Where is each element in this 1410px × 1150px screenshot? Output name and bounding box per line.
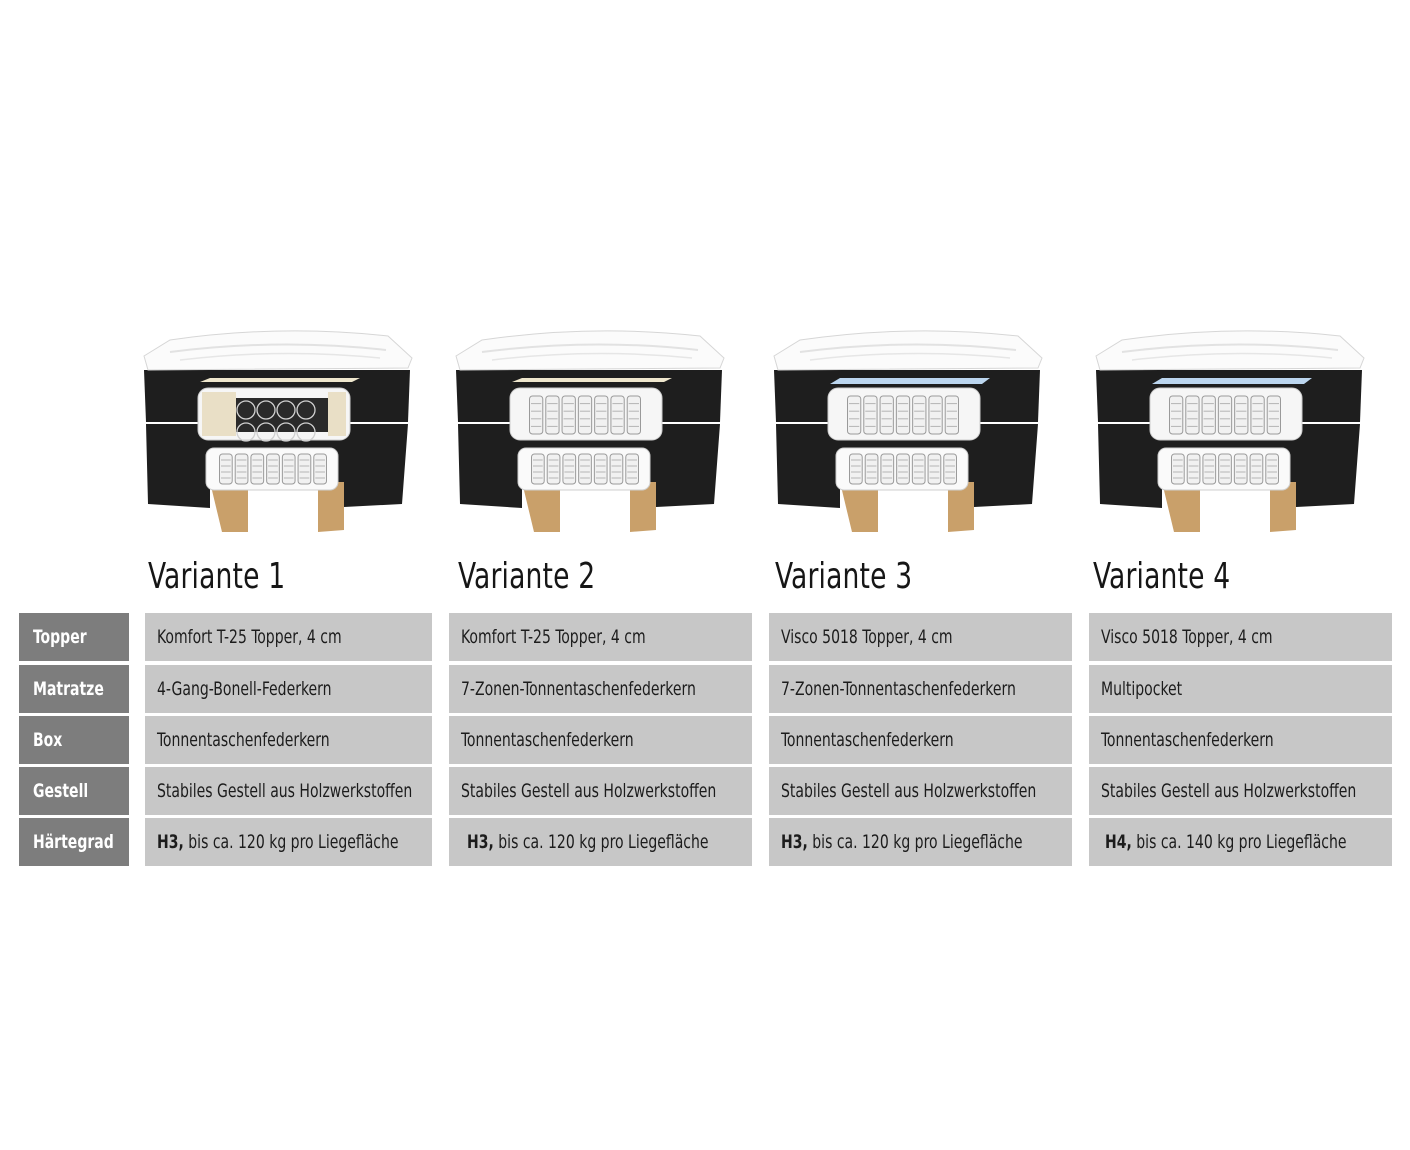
row-label-text: Topper bbox=[33, 626, 87, 648]
cell-gestell-variante-2: Stabiles Gestell aus Holzwerkstoffen bbox=[449, 767, 752, 815]
row-label-haertegrad: Härtegrad bbox=[19, 818, 129, 866]
boxspring-image-variante-2 bbox=[452, 322, 727, 544]
hardness-grade: H3, bbox=[157, 831, 184, 853]
cell-text: Visco 5018 Topper, 4 cm bbox=[1101, 626, 1273, 648]
cell-text: Stabiles Gestell aus Holzwerkstoffen bbox=[781, 780, 1037, 802]
cell-box-variante-1: Tonnentaschenfederkern bbox=[145, 716, 432, 764]
variant-heading-2: Variante 2 bbox=[458, 556, 596, 597]
cell-matratze-variante-2: 7-Zonen-Tonnentaschenfederkern bbox=[449, 665, 752, 713]
cell-haertegrad-variante-3: H3, bis ca. 120 kg pro Liegefläche bbox=[769, 818, 1072, 866]
cell-topper-variante-2: Komfort T-25 Topper, 4 cm bbox=[449, 613, 752, 661]
cell-haertegrad-variante-1: H3, bis ca. 120 kg pro Liegefläche bbox=[145, 818, 432, 866]
variant-heading-1: Variante 1 bbox=[148, 556, 286, 597]
row-label-box: Box bbox=[19, 716, 129, 764]
cell-text: H3, bis ca. 120 kg pro Liegefläche bbox=[467, 818, 709, 866]
hardness-text: bis ca. 120 kg pro Liegefläche bbox=[498, 831, 709, 853]
cell-haertegrad-variante-4: H4, bis ca. 140 kg pro Liegefläche bbox=[1089, 818, 1392, 866]
cell-matratze-variante-3: 7-Zonen-Tonnentaschenfederkern bbox=[769, 665, 1072, 713]
cell-text: Multipocket bbox=[1101, 678, 1183, 700]
cell-haertegrad-variante-2: H3, bis ca. 120 kg pro Liegefläche bbox=[449, 818, 752, 866]
cell-text: Komfort T-25 Topper, 4 cm bbox=[157, 626, 342, 648]
cell-text: Stabiles Gestell aus Holzwerkstoffen bbox=[1101, 780, 1357, 802]
row-label-topper: Topper bbox=[19, 613, 129, 661]
cell-topper-variante-4: Visco 5018 Topper, 4 cm bbox=[1089, 613, 1392, 661]
cell-text: H3, bis ca. 120 kg pro Liegefläche bbox=[781, 818, 1023, 866]
cell-matratze-variante-1: 4-Gang-Bonell-Federkern bbox=[145, 665, 432, 713]
cell-box-variante-2: Tonnentaschenfederkern bbox=[449, 716, 752, 764]
cell-text: Komfort T-25 Topper, 4 cm bbox=[461, 626, 646, 648]
row-label-gestell: Gestell bbox=[19, 767, 129, 815]
cell-text: Stabiles Gestell aus Holzwerkstoffen bbox=[461, 780, 717, 802]
cell-topper-variante-3: Visco 5018 Topper, 4 cm bbox=[769, 613, 1072, 661]
row-label-matratze: Matratze bbox=[19, 665, 129, 713]
cell-text: H3, bis ca. 120 kg pro Liegefläche bbox=[157, 818, 399, 866]
cell-matratze-variante-4: Multipocket bbox=[1089, 665, 1392, 713]
row-label-text: Matratze bbox=[33, 678, 104, 700]
cell-text: Stabiles Gestell aus Holzwerkstoffen bbox=[157, 780, 413, 802]
cell-text: Tonnentaschenfederkern bbox=[461, 729, 634, 751]
cell-text: H4, bis ca. 140 kg pro Liegefläche bbox=[1105, 818, 1347, 866]
cell-text: 4-Gang-Bonell-Federkern bbox=[157, 678, 332, 700]
cell-topper-variante-1: Komfort T-25 Topper, 4 cm bbox=[145, 613, 432, 661]
boxspring-image-variante-1 bbox=[140, 322, 415, 544]
cell-text: 7-Zonen-Tonnentaschenfederkern bbox=[781, 678, 1016, 700]
variant-heading-3: Variante 3 bbox=[775, 556, 913, 597]
cell-text: Tonnentaschenfederkern bbox=[157, 729, 330, 751]
row-label-text: Härtegrad bbox=[33, 831, 114, 853]
cell-box-variante-3: Tonnentaschenfederkern bbox=[769, 716, 1072, 764]
cell-text: Visco 5018 Topper, 4 cm bbox=[781, 626, 953, 648]
cell-box-variante-4: Tonnentaschenfederkern bbox=[1089, 716, 1392, 764]
cell-text: 7-Zonen-Tonnentaschenfederkern bbox=[461, 678, 696, 700]
hardness-grade: H3, bbox=[781, 831, 808, 853]
row-label-text: Gestell bbox=[33, 780, 89, 802]
hardness-text: bis ca. 120 kg pro Liegefläche bbox=[812, 831, 1023, 853]
hardness-text: bis ca. 140 kg pro Liegefläche bbox=[1136, 831, 1347, 853]
row-label-text: Box bbox=[33, 729, 63, 751]
cell-gestell-variante-3: Stabiles Gestell aus Holzwerkstoffen bbox=[769, 767, 1072, 815]
boxspring-image-variante-4 bbox=[1092, 322, 1367, 544]
hardness-grade: H4, bbox=[1105, 831, 1132, 853]
cell-text: Tonnentaschenfederkern bbox=[1101, 729, 1274, 751]
hardness-grade: H3, bbox=[467, 831, 494, 853]
boxspring-image-variante-3 bbox=[770, 322, 1045, 544]
variant-heading-4: Variante 4 bbox=[1093, 556, 1231, 597]
cell-gestell-variante-1: Stabiles Gestell aus Holzwerkstoffen bbox=[145, 767, 432, 815]
hardness-text: bis ca. 120 kg pro Liegefläche bbox=[188, 831, 399, 853]
cell-text: Tonnentaschenfederkern bbox=[781, 729, 954, 751]
cell-gestell-variante-4: Stabiles Gestell aus Holzwerkstoffen bbox=[1089, 767, 1392, 815]
